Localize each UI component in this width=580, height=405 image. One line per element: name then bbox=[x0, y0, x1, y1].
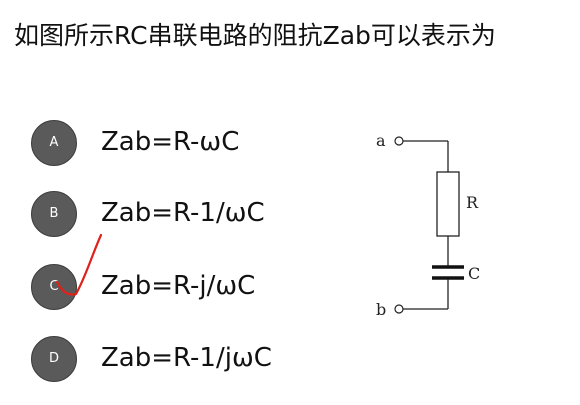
rc-circuit-diagram: a R C b bbox=[376, 131, 480, 319]
option-b[interactable]: B Zab=R-1/ωC bbox=[31, 191, 331, 237]
option-d-badge[interactable]: D bbox=[31, 336, 77, 382]
option-b-badge[interactable]: B bbox=[31, 191, 77, 237]
terminal-b-node bbox=[394, 304, 404, 314]
option-c[interactable]: C Zab=R-j/ωC bbox=[31, 264, 331, 310]
option-a[interactable]: A Zab=R-ωC bbox=[31, 120, 331, 166]
option-d[interactable]: D Zab=R-1/jωC bbox=[31, 336, 331, 382]
capacitor-label: C bbox=[468, 264, 480, 283]
terminal-b-label: b bbox=[376, 300, 386, 319]
option-a-formula: Zab=R-ωC bbox=[101, 127, 240, 157]
resistor-label: R bbox=[466, 193, 479, 212]
terminal-a-node bbox=[394, 136, 404, 146]
option-d-formula: Zab=R-1/jωC bbox=[101, 343, 272, 373]
option-c-formula: Zab=R-j/ωC bbox=[101, 271, 256, 301]
question-text: 如图所示RC串联电路的阻抗Zab可以表示为 bbox=[14, 21, 496, 50]
terminal-a-label: a bbox=[376, 131, 386, 150]
option-c-badge[interactable]: C bbox=[31, 264, 77, 310]
resistor-symbol bbox=[436, 171, 460, 237]
option-b-formula: Zab=R-1/ωC bbox=[101, 198, 265, 228]
option-a-badge[interactable]: A bbox=[31, 120, 77, 166]
